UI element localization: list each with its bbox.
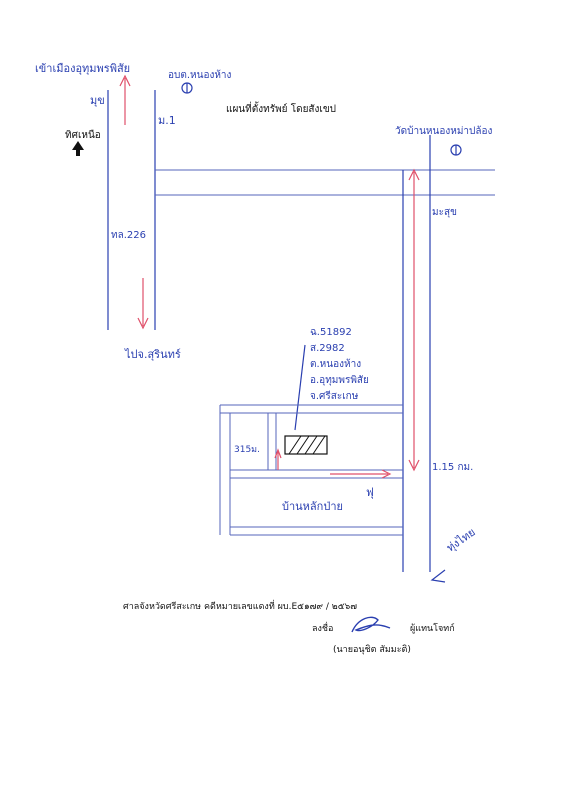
signer-name: (นายอนุชิต สัมมะติ): [333, 644, 411, 655]
court-line: ศาลจังหวัดศรีสะเกษ คดีหมายเลขแดงที่ ผบ.E…: [123, 599, 357, 612]
village-label: บ้านหลักป่าย: [282, 500, 343, 513]
bottom-arrow-icon: [430, 569, 446, 583]
temple-label: วัดบ้านหนองหม่าปล้อง: [395, 125, 493, 137]
pointer-line: [294, 344, 306, 431]
deed-line: ต.หนองห้าง: [310, 358, 361, 370]
north-arrow-icon: [72, 141, 84, 156]
local-lanes: [219, 404, 403, 536]
office-marker-icon: [181, 82, 193, 94]
right-road-vertical: [402, 135, 431, 572]
arrow-up-icon: [119, 74, 131, 125]
deed-line: จ.ศรีสะเกษ: [310, 390, 359, 402]
side-road-horizontal: [155, 169, 495, 196]
district-office-label: อบต.หนองห้าง: [168, 69, 232, 81]
north-label: ทิศเหนือ: [65, 129, 101, 141]
deed-line: ฉ.51892: [310, 327, 352, 338]
signer-role: ผู้แทนโจทก์: [410, 622, 455, 634]
deed-info: ฉ.51892 ส.2982 ต.หนองห้าง อ.อุทุมพรพิสัย…: [310, 327, 369, 402]
road-mark-top: มุข: [90, 94, 105, 107]
sign-label: ลงชื่อ: [312, 621, 333, 634]
map-title: แผนที่ตั้งทรัพย์ โดยสังเขป: [226, 101, 336, 115]
deed-line: ส.2982: [310, 343, 345, 354]
road-mark-right: มะสุข: [432, 207, 457, 218]
to-surin-label: ไปจ.สุรินทร์: [124, 348, 181, 361]
arrow-down-icon: [137, 278, 149, 330]
village-mark: ฟุ: [366, 486, 374, 499]
highway-226: [107, 90, 156, 330]
side-distance-arrow-icon: [274, 448, 392, 479]
property-parcel: [284, 435, 328, 455]
deed-line: อ.อุทุมพรพิสัย: [310, 375, 369, 386]
to-uthumphon-label: เข้าเมืองอุทุมพรพิสัย: [35, 62, 130, 75]
signature-icon: [351, 616, 391, 633]
side-distance-label: 315ม.: [234, 445, 260, 455]
road-number-label: ทล.226: [111, 230, 146, 241]
distance-arrow-icon: [408, 168, 420, 472]
temple-marker-icon: [450, 144, 462, 156]
distance-label: 1.15 กม.: [432, 462, 473, 473]
road-code-label: ม.1: [158, 114, 176, 127]
